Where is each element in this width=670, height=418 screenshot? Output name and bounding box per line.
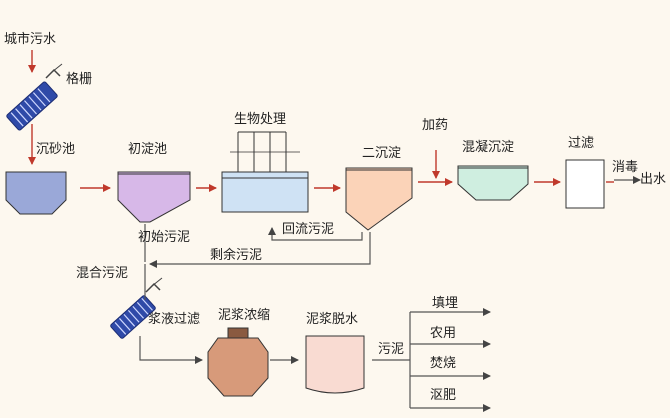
label-biological-treatment: 生物处理 xyxy=(234,112,287,127)
grille-screen-bottom xyxy=(110,277,163,339)
secondary-sedimentation-tank xyxy=(345,167,413,231)
label-initial-sludge: 初始污泥 xyxy=(138,230,191,245)
label-excess-sludge: 剩余污泥 xyxy=(210,248,263,263)
label-grit-chamber: 沉砂池 xyxy=(36,142,76,157)
coagulation-sedimentation-tank xyxy=(457,165,529,201)
label-return-sludge: 回流污泥 xyxy=(282,222,335,237)
label-disposal-incineration: 焚烧 xyxy=(430,356,457,371)
filter-box xyxy=(565,159,605,209)
sludge-return-lines xyxy=(144,224,371,268)
grit-chamber-tank xyxy=(5,171,67,215)
label-mixed-sludge: 混合污泥 xyxy=(76,266,129,281)
label-filtration: 过滤 xyxy=(568,136,595,151)
label-coagulation-sedimentation: 混凝沉淀 xyxy=(462,140,515,155)
label-sludge-dewatering: 泥浆脱水 xyxy=(306,312,359,327)
label-disposal-agriculture: 农用 xyxy=(430,326,457,341)
label-dosing: 加药 xyxy=(422,118,449,133)
biological-treatment-tank xyxy=(221,131,309,213)
label-city-sewage: 城市污水 xyxy=(4,32,57,47)
label-slurry-filtration: 浆液过滤 xyxy=(148,312,201,327)
primary-sedimentation-tank xyxy=(117,171,191,223)
sludge-dewatering-box xyxy=(305,335,365,394)
label-sludge: 污泥 xyxy=(378,342,405,357)
grille-screen-top xyxy=(6,63,63,131)
label-secondary-sedimentation: 二沉淀 xyxy=(362,146,402,161)
sludge-thickener xyxy=(207,327,269,397)
label-disposal-landfill: 填埋 xyxy=(432,296,459,311)
sludge-flow-lines xyxy=(139,264,491,412)
label-grille: 格栅 xyxy=(66,72,93,87)
label-primary-sedimentation: 初淀池 xyxy=(128,142,168,157)
label-effluent: 出水 xyxy=(640,172,667,187)
label-sludge-thickening: 泥浆浓缩 xyxy=(218,308,271,323)
label-disinfection: 消毒 xyxy=(612,160,639,175)
label-disposal-compost: 沤肥 xyxy=(430,388,457,403)
main-flow-arrows xyxy=(28,50,614,192)
